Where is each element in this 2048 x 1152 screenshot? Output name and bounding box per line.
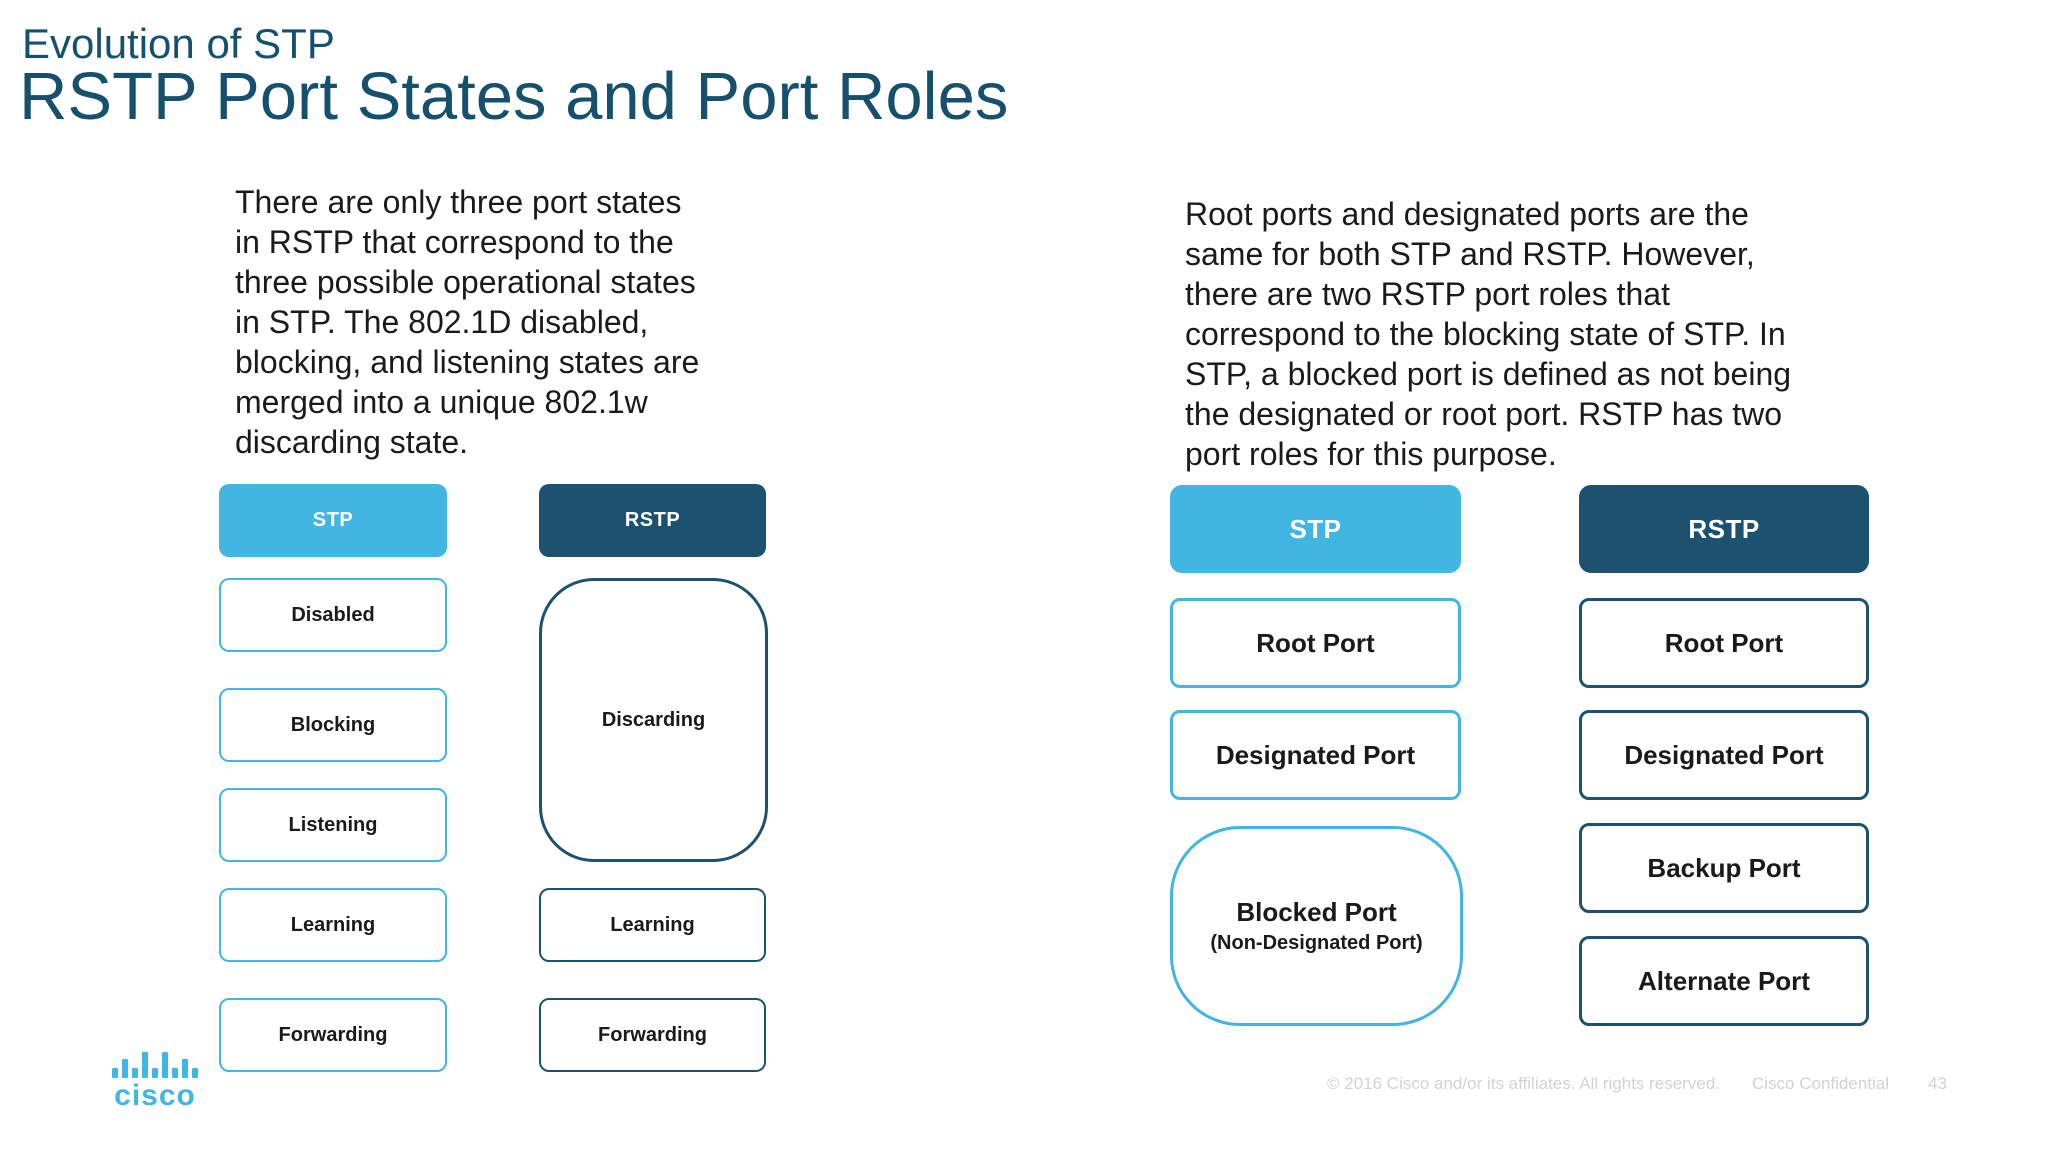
state-box-discarding: Discarding: [539, 578, 768, 862]
role-box-rstp-backup-port: Backup Port: [1579, 823, 1869, 913]
footer-page-number: 43: [1928, 1074, 1947, 1093]
right-stp-header: STP: [1170, 485, 1461, 573]
right-rstp-header: RSTP: [1579, 485, 1869, 573]
left-rstp-header: RSTP: [539, 484, 766, 557]
cisco-logo: cisco: [112, 1052, 198, 1111]
slide-pretitle: Evolution of STP: [22, 20, 335, 67]
page-title: RSTP Port States and Port Roles: [19, 59, 1009, 134]
cisco-logo-text: cisco: [114, 1079, 196, 1112]
state-box-forwarding: Forwarding: [219, 998, 447, 1072]
role-box-blocked-port: Blocked Port (Non-Designated Port): [1170, 826, 1463, 1026]
role-box-rstp-root-port: Root Port: [1579, 598, 1869, 688]
blocked-port-title: Blocked Port: [1236, 897, 1397, 927]
state-box-rstp-learning: Learning: [539, 888, 766, 962]
role-box-stp-designated-port: Designated Port: [1170, 710, 1461, 800]
footer-copyright: © 2016 Cisco and/or its affiliates. All …: [1327, 1074, 1721, 1093]
footer-confidential: Cisco Confidential: [1752, 1074, 1890, 1093]
left-stp-header: STP: [219, 484, 447, 557]
cisco-logo-bars-icon: [112, 1052, 198, 1078]
role-box-rstp-alternate-port: Alternate Port: [1579, 936, 1869, 1026]
state-box-learning: Learning: [219, 888, 447, 962]
state-box-blocking: Blocking: [219, 688, 447, 762]
state-box-rstp-forwarding: Forwarding: [539, 998, 766, 1072]
left-paragraph: There are only three port states in RSTP…: [235, 184, 700, 460]
role-box-rstp-designated-port: Designated Port: [1579, 710, 1869, 800]
role-box-stp-root-port: Root Port: [1170, 598, 1461, 688]
state-box-listening: Listening: [219, 788, 447, 862]
state-box-disabled: Disabled: [219, 578, 447, 652]
right-paragraph: Root ports and designated ports are the …: [1185, 196, 1792, 472]
blocked-port-subtitle: (Non-Designated Port): [1210, 932, 1423, 954]
